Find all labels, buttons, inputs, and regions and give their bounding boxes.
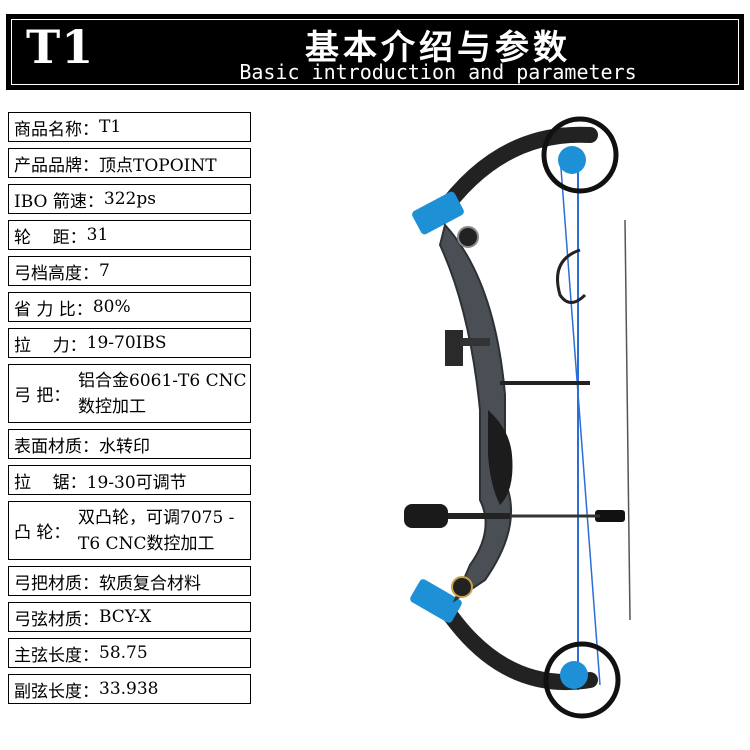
upper-axle [457,226,479,248]
spec-value: 铝合金6061-T6 CNC数控加工 [78,370,247,417]
spec-value: 7 [99,261,110,281]
bow-cable-2 [624,219,631,621]
spec-value: 双凸轮，可调7075 -T6 CNC数控加工 [78,507,235,554]
model-name: T1 [26,20,95,74]
lower-axle [451,576,473,598]
spec-label: 产品品牌： [14,155,99,176]
lower-cam-module [560,661,588,689]
spec-row-cams: 凸 轮： 双凸轮，可调7075 -T6 CNC数控加工 [8,501,251,560]
bow-cable [559,154,601,686]
spec-value: 软质复合材料 [99,573,201,594]
spec-value: BCY-X [99,607,152,627]
upper-cam-module [558,146,586,174]
spec-row-draw-length: 拉 锯：19-30可调节 [8,465,251,495]
spec-value: 19-70IBS [86,333,167,353]
spec-label: 轮 距： [14,227,87,248]
spec-label: 主弦长度： [14,645,99,666]
grip [488,410,513,505]
spec-value: T1 [99,117,122,137]
spec-label: 拉 力： [14,335,87,356]
spec-label: 弓 把： [14,386,71,406]
spec-label: 凸 轮： [14,523,71,543]
sight [445,330,463,366]
spec-row-brand: 产品品牌：顶点TOPOINT [8,148,251,178]
spec-label: 副弦长度： [14,681,99,702]
spec-row-riser: 弓 把： 铝合金6061-T6 CNC数控加工 [8,364,251,423]
spec-value: 31 [86,225,109,245]
spec-row-axle-length: 轮 距：31 [8,220,251,250]
spec-row-grip-material: 弓把材质：软质复合材料 [8,566,251,596]
spec-row-brace-height: 弓档高度：7 [8,256,251,286]
stabilizer-weight [404,504,448,528]
spec-label: 弓弦材质： [14,609,99,630]
spec-label: IBO 箭速： [14,191,104,212]
spec-value: 322ps [103,189,156,209]
spec-row-cable-length: 副弦长度：33.938 [8,674,251,704]
spec-row-draw-weight: 拉 力：19-70IBS [8,328,251,358]
spec-value: 19-30可调节 [86,472,187,493]
spec-label: 表面材质： [14,436,99,457]
lower-cam [543,641,621,719]
page-subtitle: Basic introduction and parameters [239,60,637,84]
spec-value: 58.75 [99,643,148,663]
upper-cam [541,116,619,194]
spec-row-let-off: 省 力 比：80% [8,292,251,322]
spec-label: 商品名称： [14,119,99,140]
peep-loop [556,248,587,304]
spec-row-main-string: 主弦长度：58.75 [8,638,251,668]
title-banner: T1 基本介绍与参数 Basic introduction and parame… [6,14,744,90]
spec-label: 弓档高度： [14,263,99,284]
sight-mount [460,338,490,346]
spec-value: 80% [92,297,131,317]
riser [438,222,512,603]
lower-limb-pocket [410,579,462,623]
spec-row-string-material: 弓弦材质：BCY-X [8,602,251,632]
spec-label: 拉 锯： [14,472,87,493]
upper-limb-pocket [412,191,464,235]
spec-value: 水转印 [99,436,150,457]
spec-value: 33.938 [99,679,159,699]
spec-value: 顶点TOPOINT [99,155,217,176]
spec-row-finish: 表面材质：水转印 [8,429,251,459]
spec-list: 商品名称：T1 产品品牌：顶点TOPOINT IBO 箭速：322ps 轮 距：… [8,112,251,710]
spec-row-ibo-speed: IBO 箭速：322ps [8,184,251,214]
compound-bow-image [404,116,631,719]
spec-label: 弓把材质： [14,573,99,594]
page-title: 基本介绍与参数 [305,28,571,68]
spec-label: 省 力 比： [14,299,93,320]
banner-border [11,19,739,85]
spec-row-product-name: 商品名称：T1 [8,112,251,142]
rear-stabilizer [595,510,625,522]
